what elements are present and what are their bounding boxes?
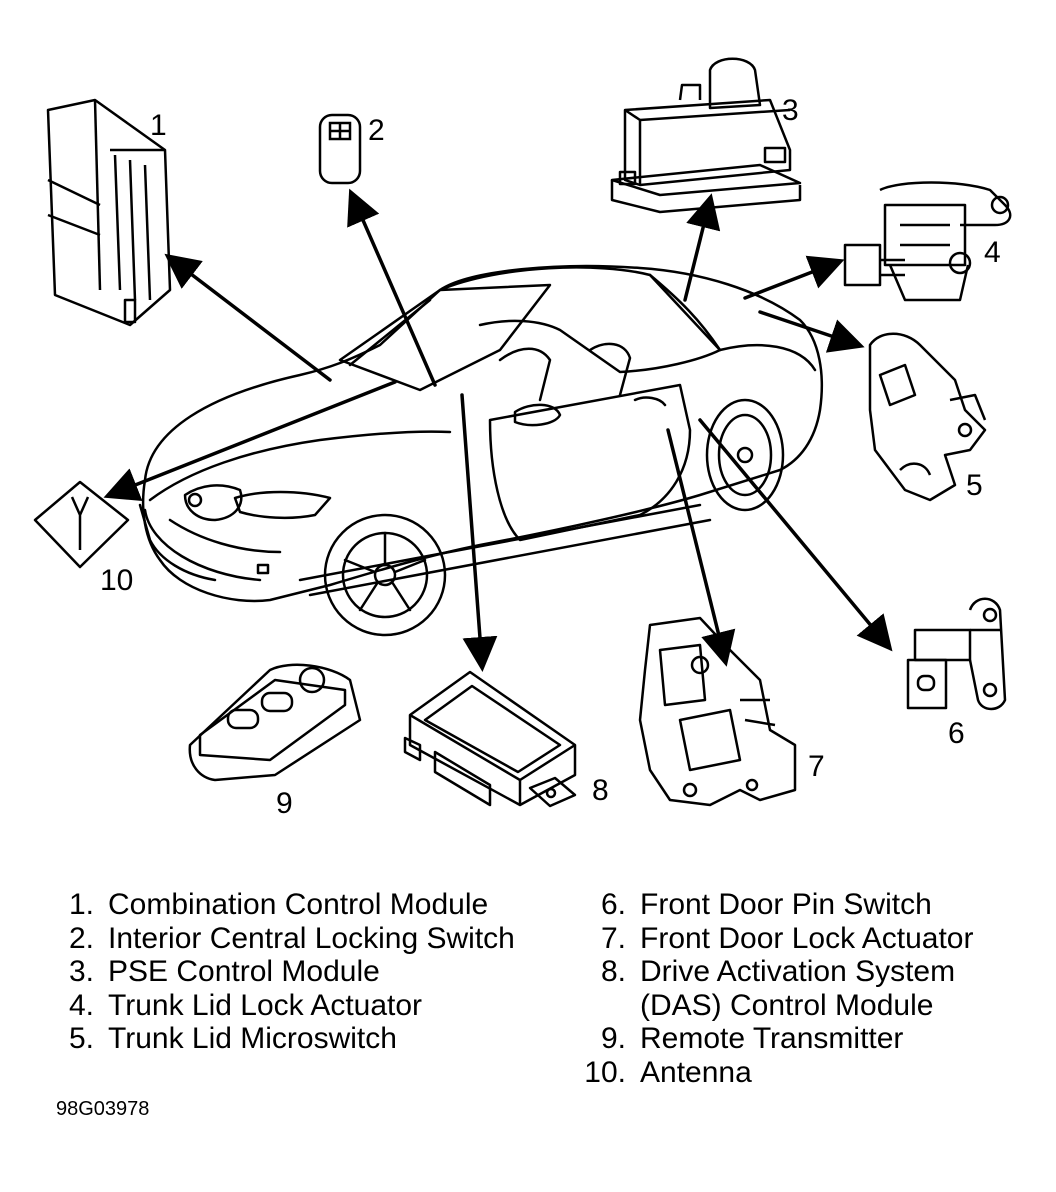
- legend-label: Remote Transmitter: [640, 1022, 904, 1055]
- arrow-7: [666, 428, 736, 667]
- legend-label: Front Door Pin Switch: [640, 888, 932, 921]
- remote-transmitter-illustration: [188, 663, 362, 782]
- legend-number: [580, 989, 626, 1023]
- arrow-2: [347, 188, 437, 387]
- legend-item: 5. Trunk Lid Microswitch: [48, 1022, 515, 1056]
- arrow-5: [758, 310, 865, 353]
- arrow-8: [460, 393, 498, 672]
- front-door-pin-switch-illustration: [906, 597, 1007, 711]
- interior-locking-switch-illustration: [318, 113, 362, 185]
- legend-number: 5.: [68, 1022, 94, 1055]
- legend-label: Interior Central Locking Switch: [108, 921, 515, 955]
- legend-number: 1.: [68, 888, 94, 921]
- legend-item: 7. Front Door Lock Actuator: [580, 922, 974, 956]
- legend-label: Front Door Lock Actuator: [640, 921, 974, 955]
- legend-item: 3. PSE Control Module: [48, 955, 515, 989]
- component-locator-diagram: 1 2 3 4 5 6 7 8 9 10: [33, 57, 1012, 820]
- legend-item: (DAS) Control Module: [580, 989, 974, 1023]
- callout-8: 8: [592, 774, 609, 807]
- legend-number: 3.: [68, 955, 94, 988]
- pointer-arrows: [103, 188, 893, 672]
- legend-number: 6.: [600, 888, 626, 921]
- legend-item: 9. Remote Transmitter: [580, 1022, 974, 1056]
- legend-label: PSE Control Module: [108, 955, 380, 988]
- legend-label: Combination Control Module: [108, 888, 489, 921]
- antenna-illustration: [33, 480, 130, 569]
- callout-5: 5: [966, 469, 983, 502]
- legend-label: Drive Activation System: [640, 955, 956, 988]
- legend-number: 7.: [600, 921, 626, 955]
- car-illustration: [138, 264, 824, 637]
- front-door-lock-actuator-illustration: [638, 616, 797, 807]
- callout-3: 3: [782, 94, 799, 127]
- callout-7: 7: [808, 750, 825, 783]
- legend-label: (DAS) Control Module: [640, 988, 934, 1022]
- callout-10: 10: [100, 564, 133, 597]
- callout-4: 4: [984, 236, 1001, 269]
- arrow-10: [103, 380, 397, 501]
- legend-left-column: 1. Combination Control Module 2. Interior …: [48, 888, 515, 1056]
- legend-item: 6. Front Door Pin Switch: [580, 888, 974, 922]
- legend-number: 4.: [68, 988, 94, 1022]
- legend-number: 9.: [600, 1022, 626, 1055]
- legend-number: 2.: [68, 921, 94, 955]
- legend-item: 8. Drive Activation System: [580, 955, 974, 989]
- legend-label: Trunk Lid Microswitch: [108, 1022, 397, 1055]
- arrow-3: [683, 193, 721, 302]
- legend-number: 10.: [584, 1055, 626, 1089]
- callout-2: 2: [368, 114, 385, 147]
- callout-9: 9: [276, 787, 293, 820]
- legend-number: 8.: [600, 955, 626, 988]
- pse-control-module-illustration: [610, 57, 802, 214]
- trunk-lid-lock-actuator-illustration: [843, 181, 1012, 302]
- combination-control-module-illustration: [46, 98, 172, 327]
- trunk-lid-microswitch-illustration: [868, 332, 987, 502]
- legend-item: 1. Combination Control Module: [48, 888, 515, 922]
- legend-item: 2. Interior Central Locking Switch: [48, 922, 515, 956]
- legend-right-column: 6. Front Door Pin Switch 7. Front Door Loc…: [580, 888, 974, 1090]
- das-control-module-illustration: [403, 670, 577, 808]
- arrow-6: [698, 418, 893, 652]
- legend-item: 10. Antenna: [580, 1056, 974, 1090]
- drawing-id: 98G03978: [56, 1098, 150, 1120]
- legend-label: Trunk Lid Lock Actuator: [108, 988, 423, 1022]
- callout-numbers: 1 2 3 4 5 6 7 8 9 10: [100, 94, 1001, 820]
- callout-1: 1: [150, 109, 167, 142]
- legend-label: Antenna: [640, 1055, 752, 1089]
- callout-6: 6: [948, 717, 965, 750]
- arrow-1: [164, 253, 332, 382]
- legend-item: 4. Trunk Lid Lock Actuator: [48, 989, 515, 1023]
- arrow-4: [743, 255, 845, 300]
